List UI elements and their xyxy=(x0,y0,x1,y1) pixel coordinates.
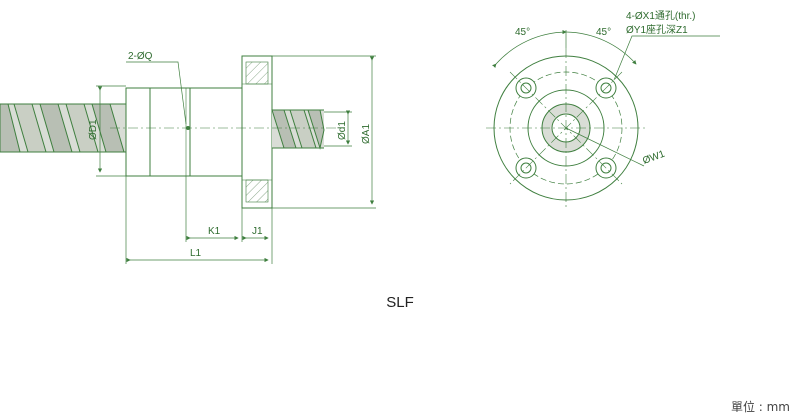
label-q-holes: 2-ØQ xyxy=(128,51,153,62)
label-counterbore: ØY1座孔深Z1 xyxy=(626,23,688,36)
label-k1: K1 xyxy=(208,226,221,237)
front-centerlines xyxy=(486,48,646,208)
label-bolt-circle: ØW1 xyxy=(641,149,667,167)
model-label: SLF xyxy=(386,294,414,311)
front-leaders xyxy=(565,35,720,167)
label-l1: L1 xyxy=(190,248,202,259)
screw-shaft-right xyxy=(271,109,325,150)
front-view xyxy=(486,29,720,208)
label-screw-dia: ØD1 xyxy=(88,119,99,140)
label-j1: J1 xyxy=(252,226,263,237)
flange xyxy=(241,55,273,209)
side-view xyxy=(0,55,376,264)
angle-dimensions xyxy=(492,29,637,69)
label-angle-left: 45° xyxy=(515,27,530,38)
screw-shaft-left xyxy=(0,103,126,153)
label-angle-right: 45° xyxy=(596,27,611,38)
label-through-hole: 4-ØX1通孔(thr.) xyxy=(626,10,695,22)
nut-body xyxy=(125,87,243,177)
side-dimensions xyxy=(96,55,376,264)
unit-label: 單位 : mm xyxy=(730,400,790,414)
label-shaft-dia: Ød1 xyxy=(337,121,348,140)
label-flange-dia: ØA1 xyxy=(361,124,372,144)
